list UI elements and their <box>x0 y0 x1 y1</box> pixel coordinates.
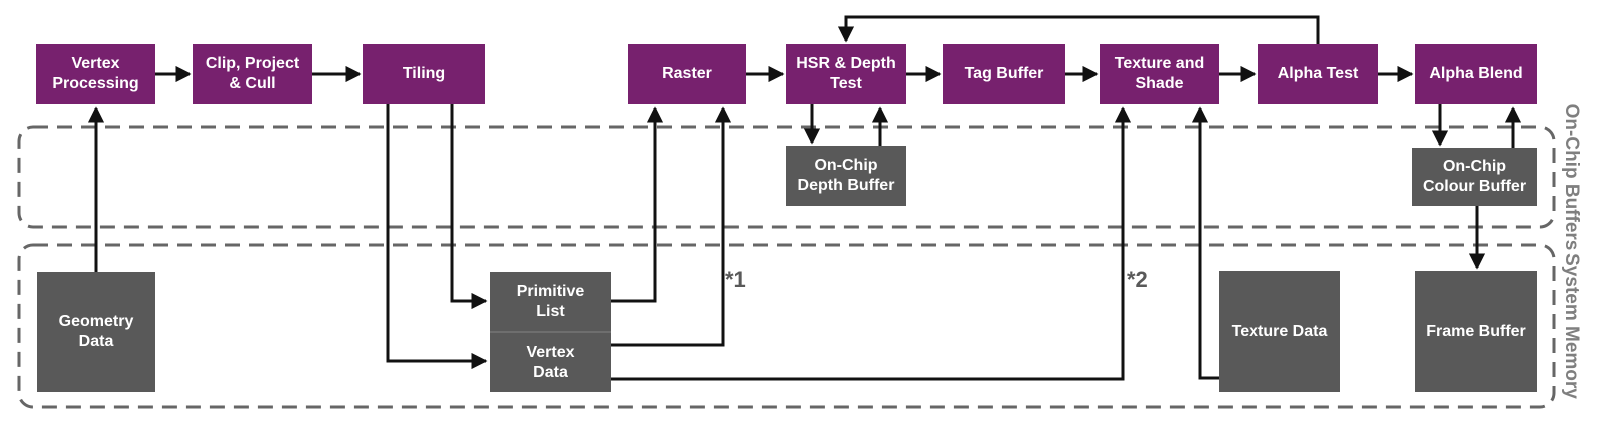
memory-vertex-data: Vertex Data <box>490 331 611 392</box>
memory-label: Depth Buffer <box>797 177 895 194</box>
memory-label: On-Chip <box>1442 158 1507 175</box>
memory-label: Frame Buffer <box>1426 322 1526 340</box>
stage-tiling: Tiling <box>363 44 485 104</box>
memory-label: Data <box>533 363 568 381</box>
memory-geometry-data: Geometry Data <box>37 272 155 392</box>
memory-label: Colour Buffer <box>1422 178 1527 195</box>
memory-primitive-vertex-store: Primitive List Vertex Data <box>490 272 611 392</box>
arrow-alphatest-feedback-to-hsr <box>837 15 1320 44</box>
on-chip-buffers-region <box>17 125 1556 229</box>
memory-label: On-Chip <box>814 157 878 174</box>
stage-texture-and-shade: Texture and Shade <box>1100 44 1219 104</box>
memory-label: Vertex <box>526 343 575 361</box>
stage-label: Texture and <box>1114 55 1205 72</box>
memory-frame-buffer: Frame Buffer <box>1415 271 1537 392</box>
stage-label: HSR & Depth <box>796 55 896 72</box>
stage-label: Tiling <box>402 65 446 82</box>
stage-label: Processing <box>52 75 139 92</box>
stage-hsr-depth-test: HSR & Depth Test <box>786 44 906 104</box>
memory-primitive-list: Primitive List <box>490 272 611 331</box>
stage-label: & Cull <box>229 75 276 92</box>
arrow-texturedata-to-textureshade <box>1191 106 1219 380</box>
stage-label: Alpha Blend <box>1429 65 1523 82</box>
stage-tag-buffer: Tag Buffer <box>943 44 1065 104</box>
region-label-on-chip-buffers: On-Chip Buffers <box>1561 103 1582 251</box>
arrow-vertexdata-to-raster <box>611 106 732 347</box>
stage-clip-project-cull: Clip, Project & Cull <box>193 44 312 104</box>
stage-label: Clip, Project <box>205 55 300 72</box>
memory-label: Geometry <box>58 313 134 330</box>
stage-label: Alpha Test <box>1277 65 1359 82</box>
memory-on-chip-colour-buffer: On-Chip Colour Buffer <box>1412 148 1537 206</box>
memory-label: Data <box>78 333 114 350</box>
stage-alpha-test: Alpha Test <box>1258 44 1378 104</box>
memory-on-chip-depth-buffer: On-Chip Depth Buffer <box>786 146 906 206</box>
memory-label: Primitive <box>516 282 585 300</box>
memory-label: Texture Data <box>1231 322 1328 340</box>
arrow-primitivelist-to-raster <box>611 106 664 303</box>
stage-label: Raster <box>662 65 712 82</box>
arrow-vertexdata-to-textureshade <box>611 106 1132 381</box>
stage-label: Shade <box>1135 75 1184 92</box>
arrow-tiling-to-primitivelist <box>450 104 488 310</box>
stage-label: Vertex <box>71 55 120 72</box>
note-1: *1 <box>725 267 746 292</box>
stage-alpha-blend: Alpha Blend <box>1415 44 1537 104</box>
arrow-tiling-to-vertexdata <box>386 104 488 370</box>
memory-label: List <box>536 302 565 320</box>
stage-vertex-processing: Vertex Processing <box>36 44 155 104</box>
region-label-system-memory: System Memory <box>1561 253 1582 399</box>
memory-texture-data: Texture Data <box>1219 271 1340 392</box>
note-2: *2 <box>1127 267 1148 292</box>
stage-raster: Raster <box>628 44 746 104</box>
stage-label: Tag Buffer <box>964 65 1044 82</box>
system-memory-region <box>17 243 1556 409</box>
stage-label: Test <box>830 75 862 92</box>
